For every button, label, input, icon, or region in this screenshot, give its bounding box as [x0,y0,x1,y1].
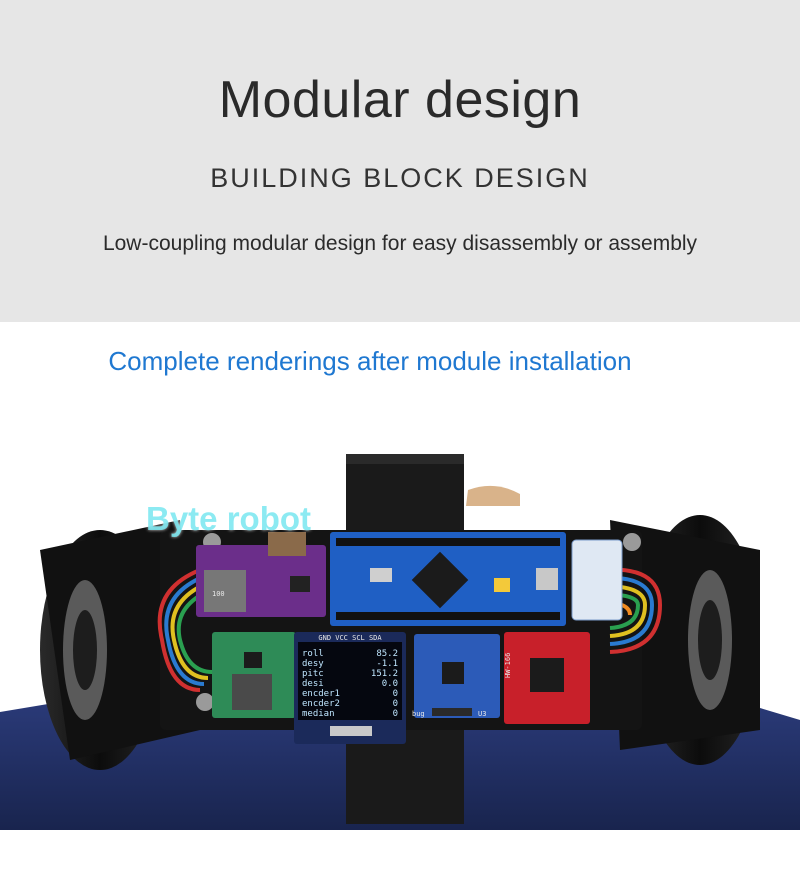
green-module [212,632,296,718]
left-wire-bundle [157,568,216,692]
oled-line-6: encder2 [302,699,340,709]
header-banner: Modular design BUILDING BLOCK DESIGN Low… [0,0,800,322]
stm32-board [330,532,566,626]
page-description: Low-coupling modular design for easy dis… [102,232,698,255]
debug-label: bug [412,710,425,718]
oled-value-4: 0.0 [382,679,398,689]
oled-value-7: 0 [393,709,398,719]
oled-line-3: pitc [302,669,324,679]
watermark: Byte robot [146,500,311,537]
product-photo: 100 GND VCC SCL SDA roll [0,454,800,888]
oled-line-1: roll [302,649,324,659]
motor-driver: HW-166 [504,632,590,724]
driver-label: HW-166 [504,653,512,678]
bluetooth-module [571,539,623,621]
base-edge [0,830,800,888]
oled-line-2: desy [302,659,324,669]
section-caption: Complete renderings after module install… [108,346,632,376]
oled-pin-label: GND VCC SCL SDA [318,634,382,642]
oled-value-6: 0 [393,699,398,709]
page-title: Modular design [218,71,582,129]
oled-value-3: 151.2 [371,669,398,679]
oled-line-4: desi [302,679,324,689]
oled-line-5: encder1 [302,689,340,699]
oled-value-2: -1.1 [376,659,398,669]
oled-value-5: 0 [393,689,398,699]
oled-line-7: median [302,709,335,719]
inductor-label: 100 [212,590,225,598]
oled-value-1: 85.2 [376,649,398,659]
page-subtitle: BUILDING BLOCK DESIGN [210,163,590,193]
purple-module: 100 [196,532,326,617]
oled-display: GND VCC SCL SDA roll desy pitc desi encd… [294,632,406,744]
u3-label: U3 [478,710,486,718]
